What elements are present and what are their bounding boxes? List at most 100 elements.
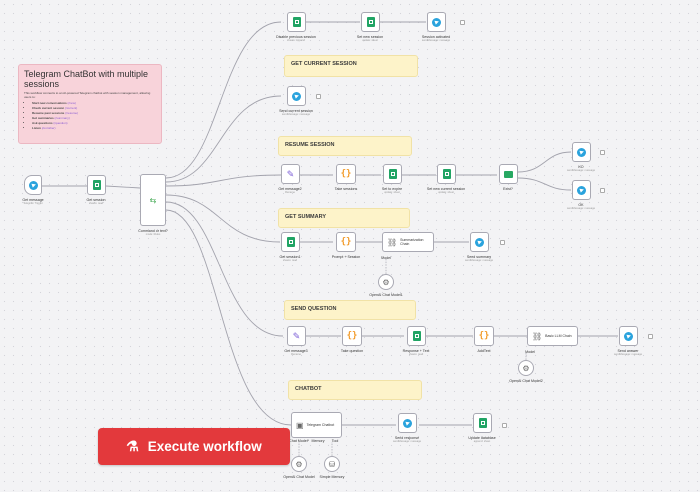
google-sheets-icon bbox=[478, 418, 487, 428]
openai-icon: ⚙ bbox=[382, 277, 390, 287]
workflow-description-note[interactable]: Telegram ChatBot with multiple sessions … bbox=[18, 64, 162, 144]
google-sheets-icon bbox=[442, 169, 451, 179]
link-chain-icon: ⛓ bbox=[387, 237, 398, 247]
execute-workflow-button[interactable]: ⚗ Execute workflow bbox=[98, 428, 290, 465]
add-node-handle[interactable] bbox=[502, 423, 507, 428]
node-take-question[interactable]: {} bbox=[342, 326, 362, 346]
node-ko[interactable] bbox=[572, 142, 591, 162]
note-item: Check current session (/current) bbox=[32, 106, 156, 110]
section-get-current-session[interactable]: GET CURRENT SESSION bbox=[284, 55, 418, 77]
node-exist[interactable] bbox=[499, 164, 518, 184]
node-get-session1[interactable] bbox=[281, 232, 300, 252]
node-command-or-text[interactable]: ⇆ bbox=[140, 174, 166, 226]
note-command-list: Start new conversations (/new) Check cur… bbox=[24, 101, 156, 130]
node-get-message[interactable] bbox=[24, 175, 42, 195]
node-get-message2[interactable]: ✎ bbox=[281, 164, 300, 184]
node-label: Take sessions bbox=[334, 187, 358, 191]
openai-icon: ⚙ bbox=[522, 363, 530, 373]
node-inline-title: Basic LLM Chain bbox=[545, 334, 572, 338]
section-send-question[interactable]: SEND QUESTION bbox=[284, 300, 416, 320]
add-node-handle[interactable] bbox=[600, 150, 605, 155]
section-title: GET SUMMARY bbox=[285, 214, 327, 220]
google-sheets-icon bbox=[412, 331, 421, 341]
section-chatbot[interactable]: CHATBOT bbox=[288, 380, 422, 400]
note-item: Listen (/on/other) bbox=[32, 126, 156, 130]
port-label: Tool bbox=[331, 439, 339, 443]
robot-icon: ▣ bbox=[296, 420, 304, 430]
node-openai-chat-model2[interactable]: ⚙ bbox=[518, 360, 534, 376]
node-simple-memory[interactable]: ⛁ bbox=[324, 456, 340, 472]
node-set-new-current-session[interactable] bbox=[437, 164, 456, 184]
section-get-summary[interactable]: GET SUMMARY bbox=[278, 208, 410, 228]
switch-icon: ⇆ bbox=[149, 195, 157, 205]
node-inline-title: Telegram Chatbot bbox=[306, 423, 335, 427]
signpost-icon bbox=[504, 170, 513, 178]
execute-workflow-label: Execute workflow bbox=[147, 439, 262, 454]
node-update-database[interactable] bbox=[473, 413, 492, 433]
node-label: OpenAI Chat Model1 bbox=[369, 293, 403, 297]
add-node-handle[interactable] bbox=[500, 240, 505, 245]
note-item: Start new conversations (/new) bbox=[32, 101, 156, 105]
node-set-new-session[interactable] bbox=[361, 12, 380, 32]
node-response-text[interactable] bbox=[407, 326, 426, 346]
add-node-handle[interactable] bbox=[316, 94, 321, 99]
node-take-sessions[interactable]: {} bbox=[336, 164, 356, 184]
section-title: GET CURRENT SESSION bbox=[291, 61, 357, 67]
node-openai-chat-model1[interactable]: ⚙ bbox=[378, 274, 394, 290]
node-inline-title: Summarization Chain bbox=[400, 238, 424, 246]
node-session-activated[interactable] bbox=[427, 12, 446, 32]
code-icon: {} bbox=[340, 237, 352, 247]
add-node-handle[interactable] bbox=[600, 188, 605, 193]
node-label: AddText bbox=[477, 349, 491, 353]
google-sheets-icon bbox=[92, 180, 101, 190]
port-label: Model bbox=[381, 256, 391, 260]
code-icon: {} bbox=[478, 331, 490, 341]
section-resume-session[interactable]: RESUME SESSION bbox=[278, 136, 412, 156]
note-item: Resume past sessions (/resume) bbox=[32, 111, 156, 115]
node-get-message3[interactable]: ✎ bbox=[287, 326, 306, 346]
note-title: Telegram ChatBot with multiple sessions bbox=[24, 69, 149, 89]
node-set-to-expire[interactable] bbox=[383, 164, 402, 184]
node-label: OpenAI Chat Model bbox=[283, 475, 315, 479]
telegram-icon bbox=[403, 418, 412, 428]
google-sheets-icon bbox=[366, 17, 375, 27]
node-add-text[interactable]: {} bbox=[474, 326, 494, 346]
node-label: Prompt + Session bbox=[331, 255, 361, 259]
node-send-response[interactable] bbox=[398, 413, 417, 433]
node-basic-llm-chain[interactable]: ⛓Basic LLM Chain bbox=[527, 326, 578, 346]
node-label: OpenAI Chat Model2 bbox=[509, 379, 543, 383]
node-telegram-chatbot[interactable]: ▣Telegram Chatbot bbox=[291, 412, 342, 438]
google-sheets-icon bbox=[388, 169, 397, 179]
telegram-icon bbox=[432, 17, 441, 27]
node-label: Command or text?mode: Rules bbox=[138, 229, 168, 237]
node-disable-previous-session[interactable] bbox=[287, 12, 306, 32]
node-summarization-chain[interactable]: ⛓Summarization Chain bbox=[382, 232, 434, 252]
node-get-session[interactable] bbox=[87, 175, 106, 195]
note-intro: This workflow connects to an AI-powered … bbox=[24, 91, 151, 99]
node-openai-chat-model[interactable]: ⚙ bbox=[291, 456, 307, 472]
node-prompt-session[interactable]: {} bbox=[336, 232, 356, 252]
link-chain-icon: ⛓ bbox=[532, 331, 543, 341]
node-send-current-session[interactable] bbox=[287, 86, 306, 106]
add-node-handle[interactable] bbox=[460, 20, 465, 25]
telegram-icon bbox=[475, 237, 484, 247]
node-ok[interactable] bbox=[572, 180, 591, 200]
add-node-handle[interactable] bbox=[648, 334, 653, 339]
node-send-answer[interactable] bbox=[619, 326, 638, 346]
telegram-icon bbox=[577, 185, 586, 195]
node-send-summary[interactable] bbox=[470, 232, 489, 252]
